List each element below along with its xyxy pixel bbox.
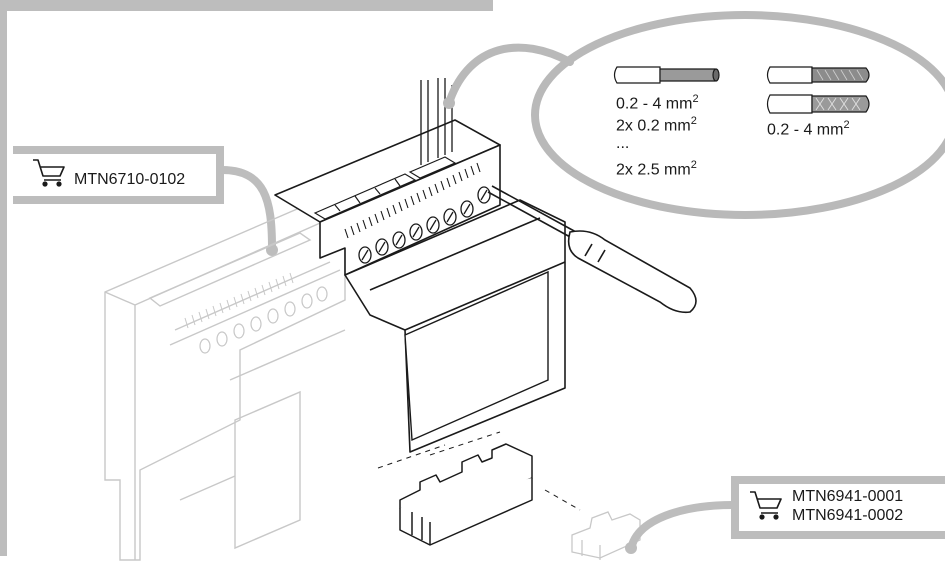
wire-spec-leader-dot [443,97,455,109]
inserted-wires [420,78,453,165]
stranded-wire-icon [766,66,870,84]
solid-wire-double-max: 2x 2.5 mm2 [616,160,697,178]
callout-leader-cover-parts [628,501,737,549]
solid-wire-range-unit: 2 [692,93,699,105]
wire-spec-callout [531,11,945,219]
module-label-windows [313,156,457,220]
shopping-cart-icon [750,491,782,520]
part-number-main-module: MTN6710-0102 [74,171,186,188]
header-bar [0,0,493,11]
frame-line-left [0,11,7,556]
part-number-cover-a: MTN6941-0001 [792,488,904,505]
solid-wire-range-text: 0.2 - 4 mm [616,95,693,113]
cover-part [399,443,533,546]
stranded-wire-range-unit: 2 [843,119,850,131]
stranded-wire-range: 0.2 - 4 mm2 [767,120,850,138]
callout-dot-cover-parts [625,542,637,554]
shopping-cart-icon [33,159,65,187]
ghost-terminal-screws [199,286,328,354]
solid-wire-icon [613,66,720,84]
part-number-cover-b: MTN6941-0002 [792,507,904,524]
ghost-cover-part [571,511,641,560]
solid-wire-ellipsis: ... [616,135,630,152]
callout-leader-main-module [218,166,276,252]
screwdriver-icon [487,185,697,314]
solid-wire-double-min: 2x 0.2 mm2 [616,116,697,134]
ghost-din-module [104,199,346,561]
assembly-guide-lines [377,431,581,511]
solid-wire-double-min-text: 2x 0.2 mm [616,117,691,135]
module-vent-slots [344,162,481,239]
callout-frame-main-module [13,146,224,204]
ghost-vent-slots [184,272,294,329]
module-cover-face [404,270,549,442]
wire-spec-leader [446,43,574,104]
solid-wire-double-max-unit: 2 [690,159,697,171]
solid-wire-double-max-text: 2x 2.5 mm [616,161,691,179]
solid-wire-range: 0.2 - 4 mm2 [616,94,699,112]
solid-wire-double-min-unit: 2 [690,115,697,127]
module-terminal-screws [358,186,491,264]
ferrule-wire-icon [766,94,870,114]
stranded-wire-range-text: 0.2 - 4 mm [767,121,844,139]
